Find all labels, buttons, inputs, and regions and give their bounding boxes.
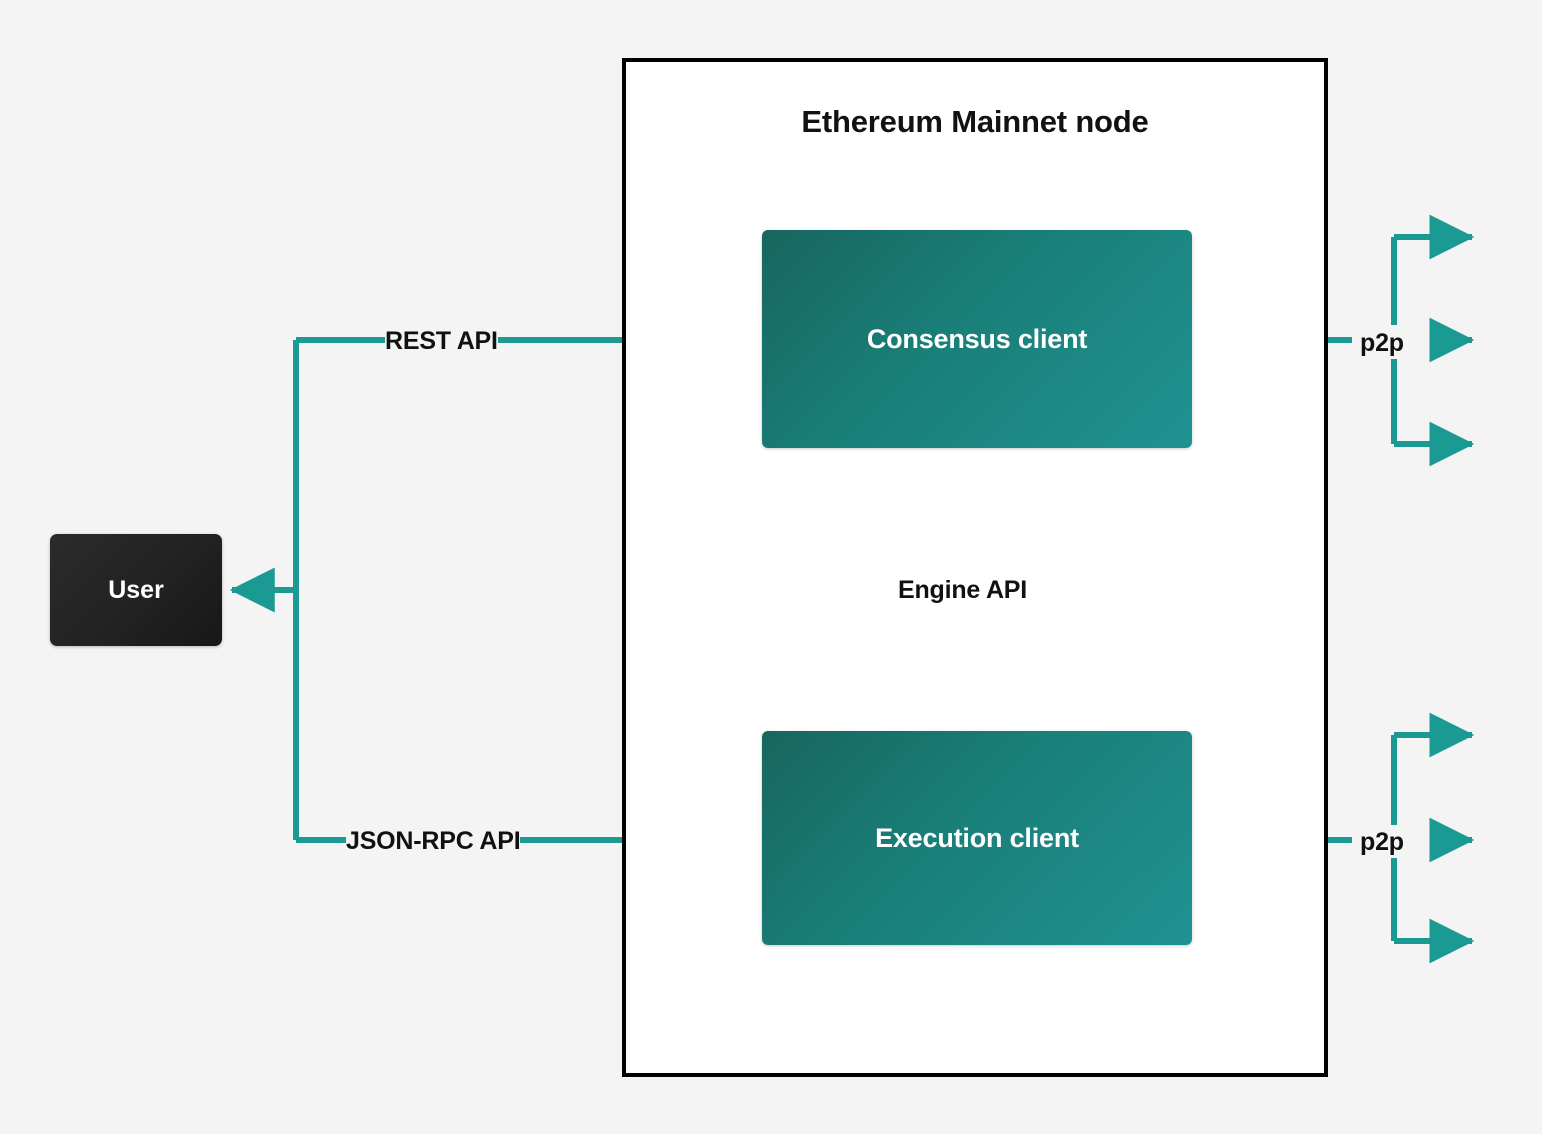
page-title: Ethereum Mainnet node — [801, 104, 1149, 139]
edge-label-engine-api: Engine API — [896, 575, 1030, 606]
user-label: User — [108, 575, 164, 604]
consensus-client-label: Consensus client — [866, 323, 1088, 354]
user-node[interactable]: User — [50, 534, 222, 646]
edge-label-p2p-consensus: p2p — [1358, 328, 1406, 359]
consensus-client-node[interactable]: Consensus client — [762, 230, 1192, 448]
edge-label-p2p-execution: p2p — [1358, 827, 1406, 858]
execution-client-label: Execution client — [875, 822, 1079, 853]
execution-client-node[interactable]: Execution client — [762, 731, 1192, 945]
edge-label-rest-api: REST API — [385, 327, 498, 356]
edge-label-json-rpc-api: JSON-RPC API — [346, 827, 521, 856]
